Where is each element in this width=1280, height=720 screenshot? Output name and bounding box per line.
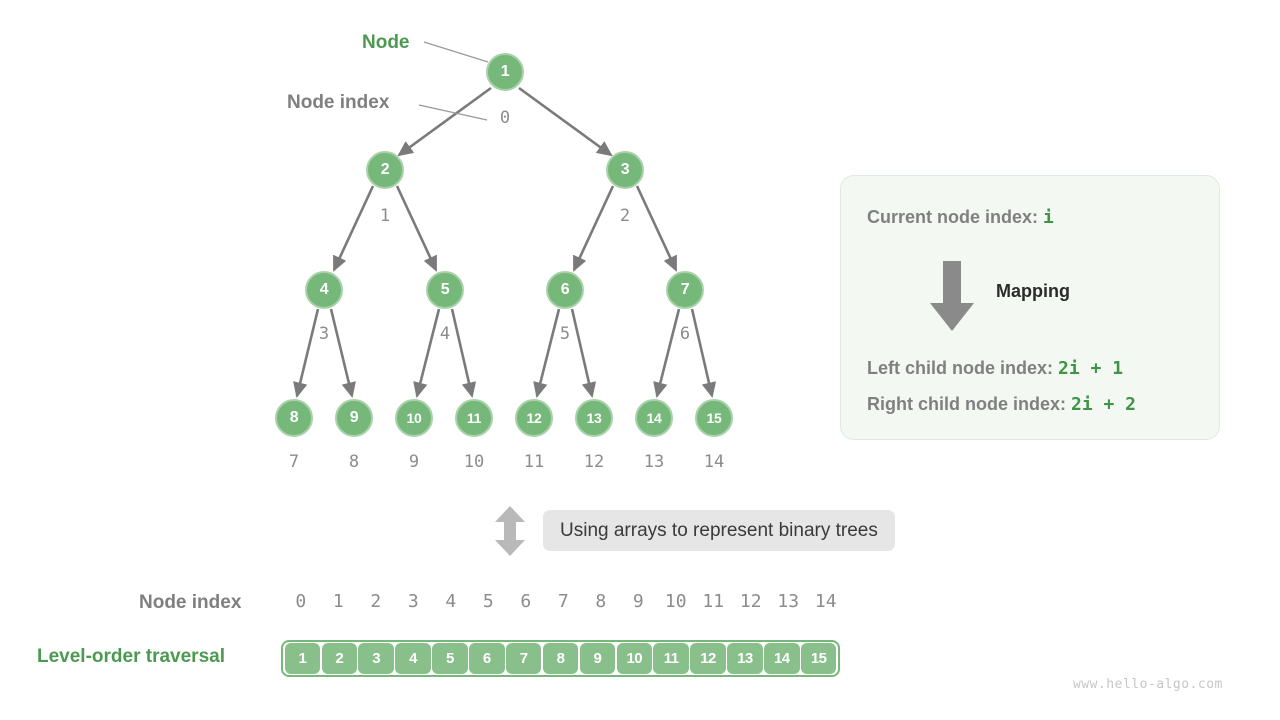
array-cell: 5	[432, 643, 468, 674]
tree-node: 14	[635, 399, 673, 437]
legend-mapping-label: Mapping	[996, 281, 1070, 301]
legend-right-prefix: Right child node index	[867, 394, 1060, 414]
array-cell: 8	[542, 643, 579, 674]
tree-node-index: 3	[318, 324, 330, 344]
array-index-cell: 3	[407, 591, 419, 612]
tree-node: 8	[275, 399, 313, 437]
legend-left-child-index: Left child node index: 2i + 1	[867, 358, 1123, 379]
array-cell: 10	[616, 643, 653, 674]
tree-node: 3	[606, 151, 644, 189]
tree-node-index: 1	[379, 206, 391, 226]
array-index-cell: 5	[482, 591, 494, 612]
tree-node-index: 6	[679, 324, 691, 344]
callout-node-index: Node index	[287, 92, 390, 113]
array-cell: 7	[505, 643, 542, 674]
array-index-cell: 10	[664, 591, 687, 612]
tree-node-index: 9	[408, 452, 420, 472]
callout-node: Node	[362, 32, 410, 53]
tree-node: 11	[455, 399, 493, 437]
legend-current-prefix: Current node index	[867, 207, 1033, 227]
tree-node: 5	[426, 271, 464, 309]
legend-sep-2: :	[1047, 358, 1059, 378]
tree-node: 15	[695, 399, 733, 437]
tree-node: 1	[486, 53, 524, 91]
array-index-cell: 0	[295, 591, 307, 612]
tree-node-index: 14	[703, 452, 725, 472]
array-cell: 4	[395, 643, 431, 674]
watermark: www.hello-algo.com	[1073, 677, 1223, 692]
array-index-cell: 11	[702, 591, 725, 612]
legend-sep-3: :	[1060, 394, 1071, 414]
array-index-cell: 4	[445, 591, 457, 612]
tree-node-index: 8	[348, 452, 360, 472]
tree-node: 6	[546, 271, 584, 309]
array-cell: 3	[358, 643, 394, 674]
tree-node-index: 4	[439, 324, 451, 344]
array-index-cell: 2	[370, 591, 382, 612]
array-index-row-label: Node index	[139, 592, 242, 613]
tree-node: 12	[515, 399, 553, 437]
double-arrow-up-down-icon	[495, 506, 525, 556]
leader-line-node-index	[418, 104, 488, 121]
array-index-cell: 9	[632, 591, 644, 612]
tree-node: 9	[335, 399, 373, 437]
array-cell: 9	[579, 643, 616, 674]
array-cell: 6	[469, 643, 505, 674]
legend-left-prefix: Left child node index	[867, 358, 1048, 378]
tree-node-index: 5	[559, 324, 571, 344]
tree-node-index: 11	[523, 452, 545, 472]
tree-node-index: 13	[643, 452, 665, 472]
array-cell: 2	[321, 643, 358, 674]
array-cell: 15	[800, 643, 837, 674]
tree-node: 10	[395, 399, 433, 437]
legend-sep-1: :	[1032, 207, 1044, 227]
tree-node: 4	[305, 271, 343, 309]
array-index-cell: 6	[520, 591, 532, 612]
array-index-cell: 14	[814, 591, 837, 612]
legend-right-value: 2i + 2	[1071, 394, 1137, 415]
leader-line-node	[423, 41, 489, 63]
tree-edge-group	[293, 86, 717, 399]
mapping-down-arrow-icon	[930, 261, 974, 331]
array-cell: 12	[690, 643, 726, 674]
array-cell: 1	[284, 643, 321, 674]
tree-node: 2	[366, 151, 404, 189]
tree-node-index: 2	[619, 206, 631, 226]
tree-node-index: 7	[288, 452, 300, 472]
tree-node: 7	[666, 271, 704, 309]
legend-current-node-index: Current node index: i	[867, 207, 1054, 228]
tree-node-index: 10	[463, 452, 485, 472]
tree-node-index: 12	[583, 452, 605, 472]
legend-right-child-index: Right child node index: 2i + 2	[867, 394, 1136, 415]
array-cell: 11	[653, 643, 689, 674]
array-representation-text: Using arrays to represent binary trees	[560, 519, 878, 541]
legend-current-value: i	[1043, 207, 1054, 228]
level-order-traversal-label: Level-order traversal	[37, 646, 225, 667]
array-cell: 14	[764, 643, 800, 674]
array-representation-label: Using arrays to represent binary trees	[543, 510, 895, 551]
array-index-cell: 13	[777, 591, 800, 612]
tree-node: 13	[575, 399, 613, 437]
array-index-cell: 12	[739, 591, 762, 612]
legend-left-value: 2i + 1	[1058, 358, 1124, 379]
array-index-cell: 8	[595, 591, 607, 612]
mapping-legend-panel: Current node index: i Mapping Left child…	[840, 175, 1220, 440]
array-index-cell: 7	[557, 591, 569, 612]
array-cell: 13	[727, 643, 763, 674]
array-index-cell: 1	[332, 591, 344, 612]
tree-node-index: 0	[499, 108, 511, 128]
